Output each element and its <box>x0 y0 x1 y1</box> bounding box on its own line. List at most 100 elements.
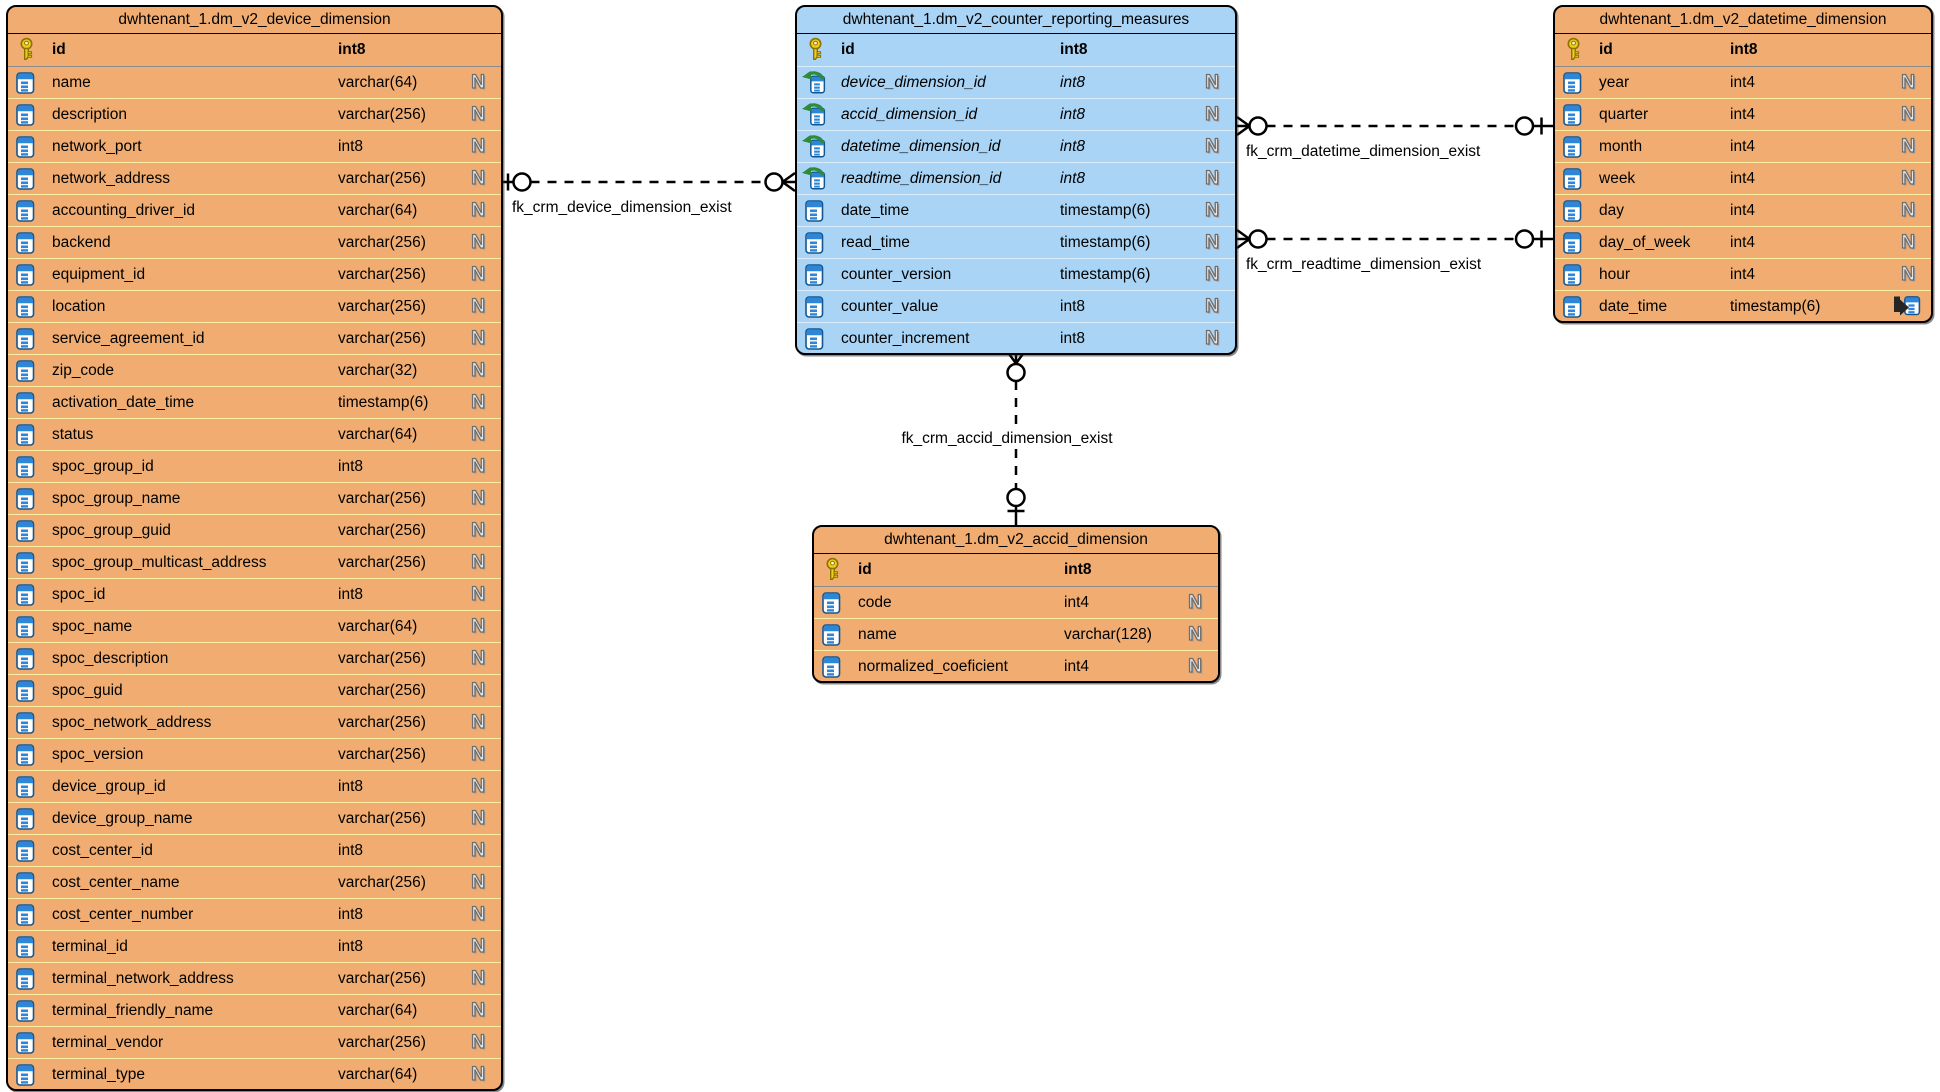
column-name: spoc_version <box>52 745 144 763</box>
column-type: varchar(256) <box>338 553 426 571</box>
nullable-N-icon: N <box>1901 263 1916 285</box>
table-title[interactable]: dwhtenant_1.dm_v2_datetime_dimension <box>1555 7 1931 34</box>
table-counter-reporting-measures[interactable]: dwhtenant_1.dm_v2_counter_reporting_meas… <box>795 5 1237 355</box>
relationship-label-device-dimension[interactable]: fk_crm_device_dimension_exist <box>512 199 732 216</box>
relationship-label-readtime-dimension[interactable]: fk_crm_readtime_dimension_exist <box>1246 256 1482 273</box>
nullable-N-icon: N <box>1205 103 1220 125</box>
column-icon <box>16 455 35 478</box>
table-title[interactable]: dwhtenant_1.dm_v2_counter_reporting_meas… <box>797 7 1235 34</box>
relationship-fk-crm-readtime-dimension-exist[interactable] <box>1236 228 1553 250</box>
relationship-label-accid-dimension[interactable]: fk_crm_accid_dimension_exist <box>896 429 1118 448</box>
column-name: day_of_week <box>1599 233 1691 251</box>
nullable-N-icon: N <box>471 1063 486 1085</box>
column-icon <box>805 199 824 222</box>
column-icon <box>16 359 35 382</box>
relationship-label-datetime-dimension[interactable]: fk_crm_datetime_dimension_exist <box>1246 143 1481 160</box>
relationship-fk-crm-device-dimension-exist[interactable] <box>503 171 796 193</box>
column-type: int4 <box>1730 105 1755 123</box>
column-name: year <box>1599 73 1630 91</box>
column-name: id <box>841 41 855 58</box>
column-name: device_group_name <box>52 809 193 827</box>
relationship-fk-crm-datetime-dimension-exist[interactable] <box>1236 115 1553 137</box>
column-type: int8 <box>338 937 363 955</box>
column-type: varchar(256) <box>338 873 426 891</box>
column-icon <box>16 967 35 990</box>
table-title[interactable]: dwhtenant_1.dm_v2_accid_dimension <box>814 527 1218 554</box>
nullable-N-icon: N <box>1901 103 1916 125</box>
column-icon <box>1563 263 1582 286</box>
column-name: service_agreement_id <box>52 329 205 347</box>
column-icon <box>805 327 824 350</box>
table-title[interactable]: dwhtenant_1.dm_v2_device_dimension <box>8 7 501 34</box>
nullable-N-icon: N <box>471 391 486 413</box>
nullable-N-icon: N <box>471 615 486 637</box>
nullable-N-icon: N <box>1205 231 1220 253</box>
nullable-N-icon: N <box>1901 231 1916 253</box>
column-type: varchar(256) <box>338 521 426 539</box>
column-icon <box>16 743 35 766</box>
column-icon <box>805 231 824 254</box>
column-type: varchar(32) <box>338 361 418 379</box>
column-icon <box>16 71 35 94</box>
